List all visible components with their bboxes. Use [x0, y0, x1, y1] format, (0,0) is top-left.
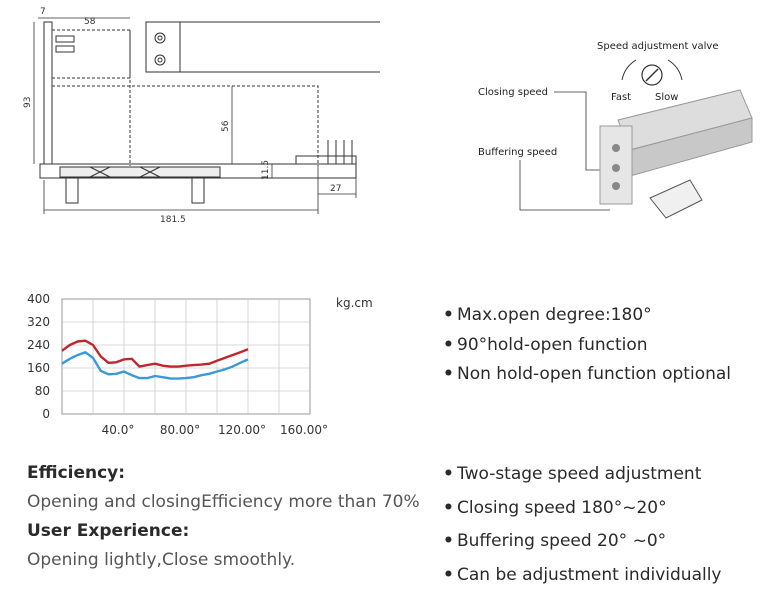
chart-x-tick-label: 40.0° — [102, 423, 135, 437]
efficiency-heading: Efficiency: — [27, 461, 447, 490]
feature-text: Closing speed 180°~20° — [457, 498, 667, 518]
mount-plate — [44, 22, 52, 164]
closing-speed-label: Closing speed — [478, 87, 548, 98]
torque-chart: 400 320 240 160 80 0 40.0° 80.00° 120.00° 160.00… — [0, 285, 400, 455]
feature-item: •Two-stage speed adjustment — [443, 463, 722, 497]
features-bottom-list: •Two-stage speed adjustment •Closing spe… — [443, 463, 722, 597]
bullet-icon: • — [443, 530, 457, 552]
chart-x-tick-label: 80.00° — [160, 423, 200, 437]
body-outline-lower — [52, 86, 318, 166]
efficiency-text: Opening and closingEfficiency more than … — [27, 490, 447, 519]
bullet-icon: • — [443, 564, 457, 586]
body-outline — [52, 30, 130, 78]
dim-label-181-5: 181.5 — [160, 215, 186, 225]
fast-label: Fast — [611, 92, 631, 103]
chart-x-tick-label: 120.00° — [218, 423, 266, 437]
feature-item: •Non hold-open function optional — [443, 363, 731, 393]
feature-text: Buffering speed 20° ~0° — [457, 531, 666, 551]
ux-heading: User Experience: — [27, 519, 447, 548]
bullet-icon: • — [443, 497, 457, 519]
feature-item: •90°hold-open function — [443, 334, 731, 364]
bullet-icon: • — [443, 363, 457, 385]
chart-y-tick-label: 240 — [27, 338, 50, 352]
feature-text: Two-stage speed adjustment — [457, 464, 701, 484]
chart-x-ticks: 40.0° 80.00° 120.00° 160.00° — [102, 423, 328, 437]
chart-y-tick-label: 160 — [27, 361, 50, 375]
chart-unit-label: kg.cm — [336, 296, 373, 310]
chart-y-ticks: 400 320 240 160 80 0 — [27, 292, 50, 421]
dim-label-58: 58 — [84, 17, 96, 27]
dim-label-11-5: 11.5 — [261, 160, 271, 180]
buffering-speed-label: Buffering speed — [478, 147, 557, 158]
info-block: Efficiency: Opening and closingEfficienc… — [27, 461, 447, 577]
ux-text: Opening lightly,Close smoothly. — [27, 548, 447, 577]
bullet-icon: • — [443, 334, 457, 356]
technical-drawing: 7 58 34 93 56 11.5 27 181.5 — [0, 0, 380, 230]
feature-text: 90°hold-open function — [457, 335, 648, 355]
bullet-icon: • — [443, 304, 457, 326]
feature-text: Non hold-open function optional — [457, 364, 731, 384]
feature-item: •Max.open degree:180° — [443, 304, 731, 334]
dim-label-7: 7 — [40, 7, 46, 17]
chart-y-tick-label: 320 — [27, 315, 50, 329]
valve-label: Speed adjustment valve — [597, 41, 718, 52]
feature-item: •Closing speed 180°~20° — [443, 497, 722, 531]
feature-item: •Can be adjustment individually — [443, 564, 722, 597]
dim-label-56: 56 — [221, 120, 231, 132]
chart-grid — [62, 299, 310, 414]
chart-x-tick-label: 160.00° — [280, 423, 328, 437]
chart-y-tick-label: 0 — [42, 407, 50, 421]
feature-item: •Buffering speed 20° ~0° — [443, 530, 722, 564]
slow-label: Slow — [655, 92, 678, 103]
features-top-list: •Max.open degree:180° •90°hold-open func… — [443, 304, 731, 393]
bullet-icon: • — [443, 463, 457, 485]
chart-y-tick-label: 400 — [27, 292, 50, 306]
dim-label-27: 27 — [330, 184, 341, 194]
chart-y-tick-label: 80 — [35, 384, 50, 398]
product-illustration: Speed adjustment valve Fast Slow Closing… — [470, 30, 770, 230]
door-closer-body — [600, 90, 752, 218]
feature-text: Can be adjustment individually — [457, 565, 722, 585]
feature-text: Max.open degree:180° — [457, 305, 652, 325]
top-block — [146, 22, 380, 72]
dim-label-93: 93 — [23, 97, 33, 108]
